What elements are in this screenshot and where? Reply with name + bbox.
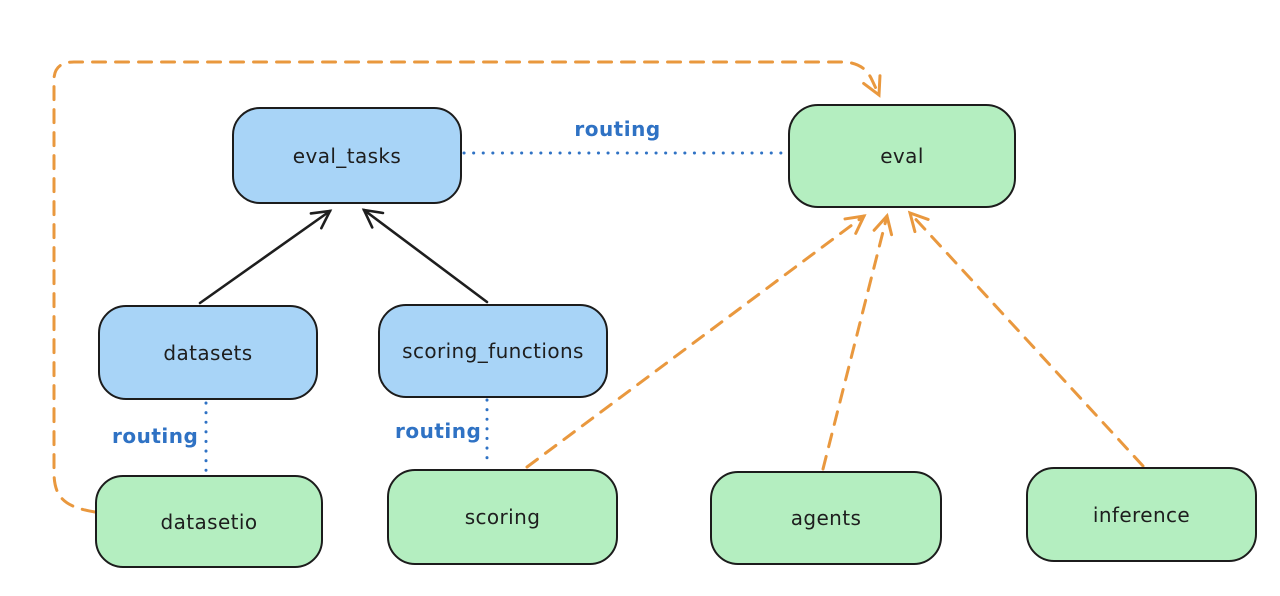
node-agents-label: agents — [790, 506, 862, 530]
edge-label-routing-top: routing — [574, 117, 661, 141]
edge-inference-to-eval — [907, 210, 1145, 468]
node-agents: agents — [710, 471, 942, 565]
node-eval-label: eval — [880, 144, 924, 168]
node-scoring_functions-label: scoring_functions — [402, 339, 584, 363]
node-scoring: scoring — [387, 469, 618, 565]
node-inference-label: inference — [1092, 502, 1191, 527]
node-inference: inference — [1026, 467, 1257, 562]
edge-agents-to-eval — [821, 212, 894, 471]
node-datasets-label: datasets — [163, 340, 253, 365]
edge-label-routing-datasetio: routing — [112, 424, 199, 448]
node-datasets: datasets — [98, 305, 318, 400]
node-scoring-label: scoring — [464, 505, 541, 529]
edge-scoring_functions-to-eval_tasks — [361, 208, 489, 304]
node-eval: eval — [788, 104, 1016, 208]
node-eval_tasks-label: eval_tasks — [292, 143, 402, 168]
edge-scoring-to-eval — [525, 214, 867, 469]
node-eval_tasks: eval_tasks — [232, 107, 462, 204]
edge-datasetio-to-eval — [52, 60, 882, 514]
node-datasetio: datasetio — [95, 475, 323, 568]
edge-label-routing-scoring: routing — [395, 419, 482, 443]
edge-datasets-to-eval_tasks — [198, 209, 333, 305]
node-scoring_functions: scoring_functions — [378, 304, 608, 398]
node-datasetio-label: datasetio — [160, 509, 258, 534]
